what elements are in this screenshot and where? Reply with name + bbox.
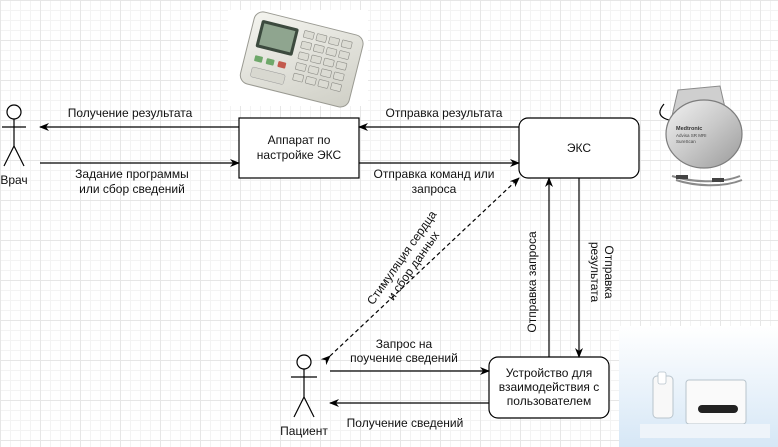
edge-label-send-results-vertical: Отправка результата: [588, 242, 616, 303]
patient-actor: Пациент: [280, 354, 328, 438]
patient-label: Пациент: [280, 424, 328, 438]
edge-label-set-program-1: Задание программы: [75, 167, 189, 181]
home-device-photo: [619, 326, 778, 447]
edge-label-request-info-1: Запрос на: [376, 337, 433, 351]
edge-label-get-result-doctor: Получение результата: [68, 106, 193, 120]
pacemaker-model: Advisa SR MRI: [676, 133, 707, 138]
doctor-label: Врач: [0, 173, 27, 187]
edge-label-request-info-2: поучение сведений: [350, 351, 458, 365]
device-label-line1: Устройство для: [506, 366, 593, 380]
device-label-line2: взаимодействия с: [499, 380, 600, 394]
eks-box: ЭКС: [518, 117, 640, 179]
edge-stimulation: [320, 177, 520, 366]
pacemaker-brand: Medtronic: [676, 126, 702, 132]
user-device-box: Устройство для взаимодействия с пользова…: [488, 356, 610, 419]
pacemaker-sub: SureScan: [676, 139, 696, 144]
edge-label-set-program-2: или сбор сведений: [79, 182, 185, 196]
programmer-label-line2: настройке ЭКС: [257, 148, 342, 162]
doctor-actor: Врач: [0, 104, 28, 187]
eks-label: ЭКС: [567, 141, 591, 155]
edge-label-get-info: Получение сведений: [347, 416, 464, 430]
edge-label-send-commands-2: запроса: [412, 182, 457, 196]
programmer-photo: [228, 10, 368, 108]
edge-label-send-commands-1: Отправка команд или: [374, 167, 495, 181]
programmer-box: Аппарат по настройке ЭКС: [238, 117, 360, 179]
edge-label-send-result: Отправка результата: [386, 106, 503, 120]
svg-text:результата: результата: [588, 242, 602, 303]
edge-label-send-request: Отправка запроса: [525, 231, 539, 333]
edge-label-stimulation: Стимуляция сердца и сбор данных: [364, 208, 442, 308]
pacemaker-photo: Medtronic Advisa SR MRI SureScan: [659, 85, 743, 187]
device-label-line3: пользователем: [507, 394, 591, 408]
svg-text:Отправка: Отправка: [602, 245, 616, 299]
programmer-label-line1: Аппарат по: [268, 133, 331, 147]
